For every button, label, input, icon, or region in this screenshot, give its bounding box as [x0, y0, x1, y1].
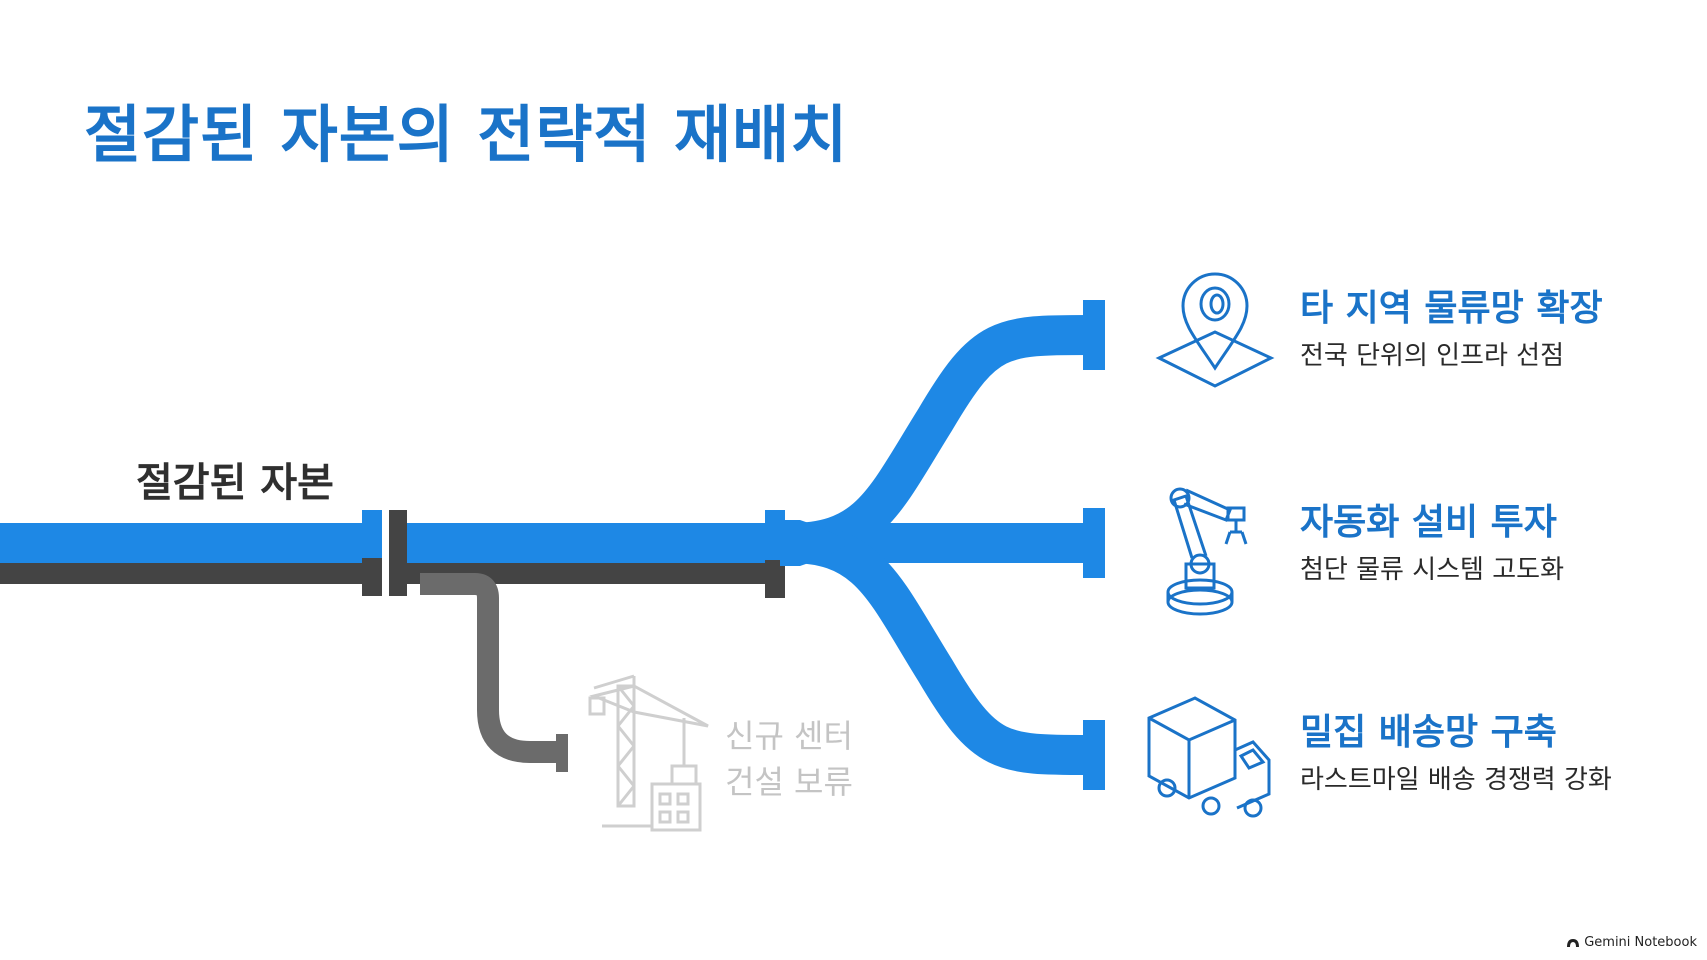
pipe-joint-2 — [389, 510, 407, 596]
branch-title: 밀집 배송망 구축 — [1300, 712, 1557, 753]
blue-branch-top — [789, 315, 1091, 563]
gray-diversion-pipe — [420, 573, 560, 763]
blue-branch-bottom — [789, 523, 1091, 775]
branch-desc: 라스트마일 배송 경쟁력 강화 — [1300, 765, 1612, 795]
watermark-text: Gemini Notebook — [1584, 935, 1697, 950]
page-title: 절감된 자본의 전략적 재배치 — [84, 98, 849, 171]
robot-arm-icon — [1166, 487, 1248, 616]
gemini-logo-icon — [1567, 938, 1580, 947]
watermark: Gemini Notebook — [1566, 935, 1697, 950]
blue-pipe-segment-2 — [395, 523, 785, 563]
blue-pipe-segment-1 — [0, 523, 370, 563]
on-hold-line-1: 신규 센터 — [725, 717, 853, 755]
branch-delivery: 밀집 배송망 구축 라스트마일 배송 경쟁력 강화 — [1300, 710, 1612, 800]
splitter-hub — [780, 520, 850, 566]
map-pin-icon — [1155, 272, 1275, 388]
gray-diversion-cap — [556, 734, 568, 772]
branch-cap-middle — [1083, 508, 1105, 578]
gray-pipe-segment-1 — [0, 562, 370, 584]
branch-desc: 첨단 물류 시스템 고도화 — [1300, 555, 1564, 585]
construction-crane-icon — [588, 674, 709, 832]
branch-expansion: 타 지역 물류망 확장 전국 단위의 인프라 선점 — [1300, 286, 1603, 376]
gray-pipe-segment-2 — [395, 562, 785, 584]
on-hold-line-2: 건설 보류 — [725, 763, 853, 801]
on-hold-label: 신규 센터 건설 보류 — [725, 713, 853, 805]
branch-title: 타 지역 물류망 확장 — [1300, 288, 1603, 329]
branch-automation: 자동화 설비 투자 첨단 물류 시스템 고도화 — [1300, 500, 1564, 590]
branch-cap-top — [1083, 300, 1105, 370]
source-label: 절감된 자본 — [136, 460, 334, 506]
branch-cap-bottom — [1083, 720, 1105, 790]
delivery-truck-icon — [1147, 696, 1271, 818]
branch-title: 자동화 설비 투자 — [1300, 502, 1557, 543]
pipe-joint-1-blue — [362, 510, 382, 558]
branch-desc: 전국 단위의 인프라 선점 — [1300, 341, 1564, 371]
